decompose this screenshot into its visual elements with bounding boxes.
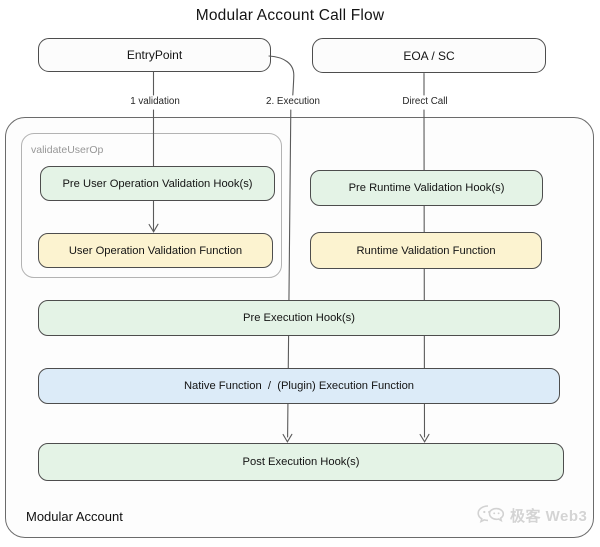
arrow-validation-head [148,223,159,233]
modular-account-label: Modular Account [26,509,123,524]
wechat-icon [477,505,505,524]
watermark-text: 极客 Web3 [510,508,588,525]
edge-label-execution: 2. Execution [266,96,320,107]
node-native-execution-function: Native Function / (Plugin) Execution Fun… [38,368,560,404]
node-pre-userop-validation-hooks: Pre User Operation Validation Hook(s) [40,166,275,201]
node-runtime-validation-function: Runtime Validation Function [310,232,542,269]
validateuserop-group [21,133,282,278]
diagram-title: Modular Account Call Flow [195,7,385,24]
watermark: 极客 Web3 [476,504,587,527]
validateuserop-group-label: validateUserOp [31,144,104,156]
arrow-execution-head [282,433,293,443]
arrow-direct-call-head [419,433,430,443]
node-pre-execution-hooks: Pre Execution Hook(s) [38,300,560,336]
edge-label-validation: 1 validation [130,96,180,107]
edge-label-direct-call: Direct Call [402,96,448,107]
node-userop-validation-function: User Operation Validation Function [38,233,273,268]
node-pre-runtime-validation-hooks: Pre Runtime Validation Hook(s) [310,170,543,206]
node-entrypoint: EntryPoint [38,38,271,72]
arrow-execution-curve [268,55,295,96]
node-post-execution-hooks: Post Execution Hook(s) [38,443,564,481]
node-eoa-sc: EOA / SC [312,38,546,73]
